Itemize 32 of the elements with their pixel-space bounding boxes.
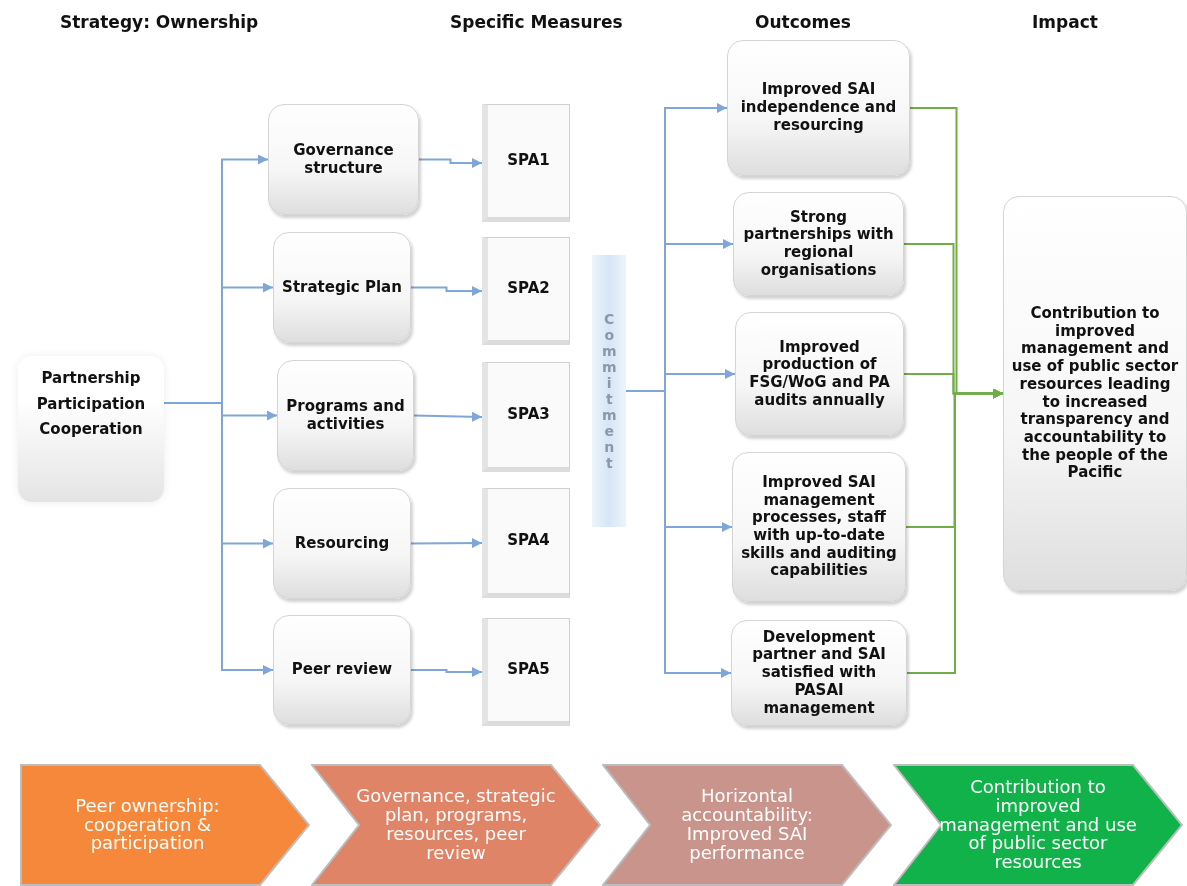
chevron-banner: Horizontal accountability: Improved SAI performance	[602, 764, 892, 886]
arrow	[418, 158, 483, 168]
chevron-banner: Peer ownership: cooperation & participation	[20, 764, 310, 886]
rounded-box: Improved SAI management processes, staff with up-to-date skills and auditing capabilities	[732, 452, 906, 602]
rounded-box: Strong partnerships with regional organisations	[733, 192, 904, 296]
column-heading: Strategy: Ownership	[60, 12, 259, 32]
arrow	[410, 538, 483, 549]
measure-box: SPA3	[482, 362, 570, 472]
chevron-banner: Governance, strategic plan, programs, resources, peer review	[311, 764, 601, 886]
arrow	[163, 402, 274, 675]
arrow	[410, 667, 483, 677]
rounded-box: Partnership Participation Cooperation	[18, 356, 164, 502]
column-heading: Specific Measures	[450, 12, 623, 32]
measure-box: SPA4	[482, 488, 570, 598]
rounded-box: Strategic Plan	[273, 232, 411, 343]
rounded-box: Contribution to improved management and use of public sector resources leading to increased transparency and accountability to the people of the Pacific	[1003, 196, 1187, 591]
rounded-box: Improved SAI independence and resourcing	[727, 40, 910, 176]
arrow	[410, 286, 483, 296]
rounded-box: Peer review	[273, 615, 411, 725]
measure-box: SPA1	[482, 104, 570, 222]
measure-box: SPA2	[482, 237, 570, 345]
rounded-box: Development partner and SAI satisfied with PASAI management	[731, 620, 907, 726]
rounded-box: Programs and activities	[277, 360, 414, 471]
chevron-banner: Contribution to improved management and use of public sector resources	[893, 764, 1183, 886]
commitment-bar: Commitment	[592, 255, 626, 527]
arrow	[413, 411, 483, 422]
rounded-box: Governance structure	[268, 104, 419, 215]
column-heading: Impact	[1032, 12, 1098, 32]
rounded-box: Improved production of FSG/WoG and PA audits annually	[735, 312, 904, 436]
column-heading: Outcomes	[755, 12, 851, 32]
measure-box: SPA5	[482, 618, 570, 726]
rounded-box: Resourcing	[273, 488, 411, 599]
